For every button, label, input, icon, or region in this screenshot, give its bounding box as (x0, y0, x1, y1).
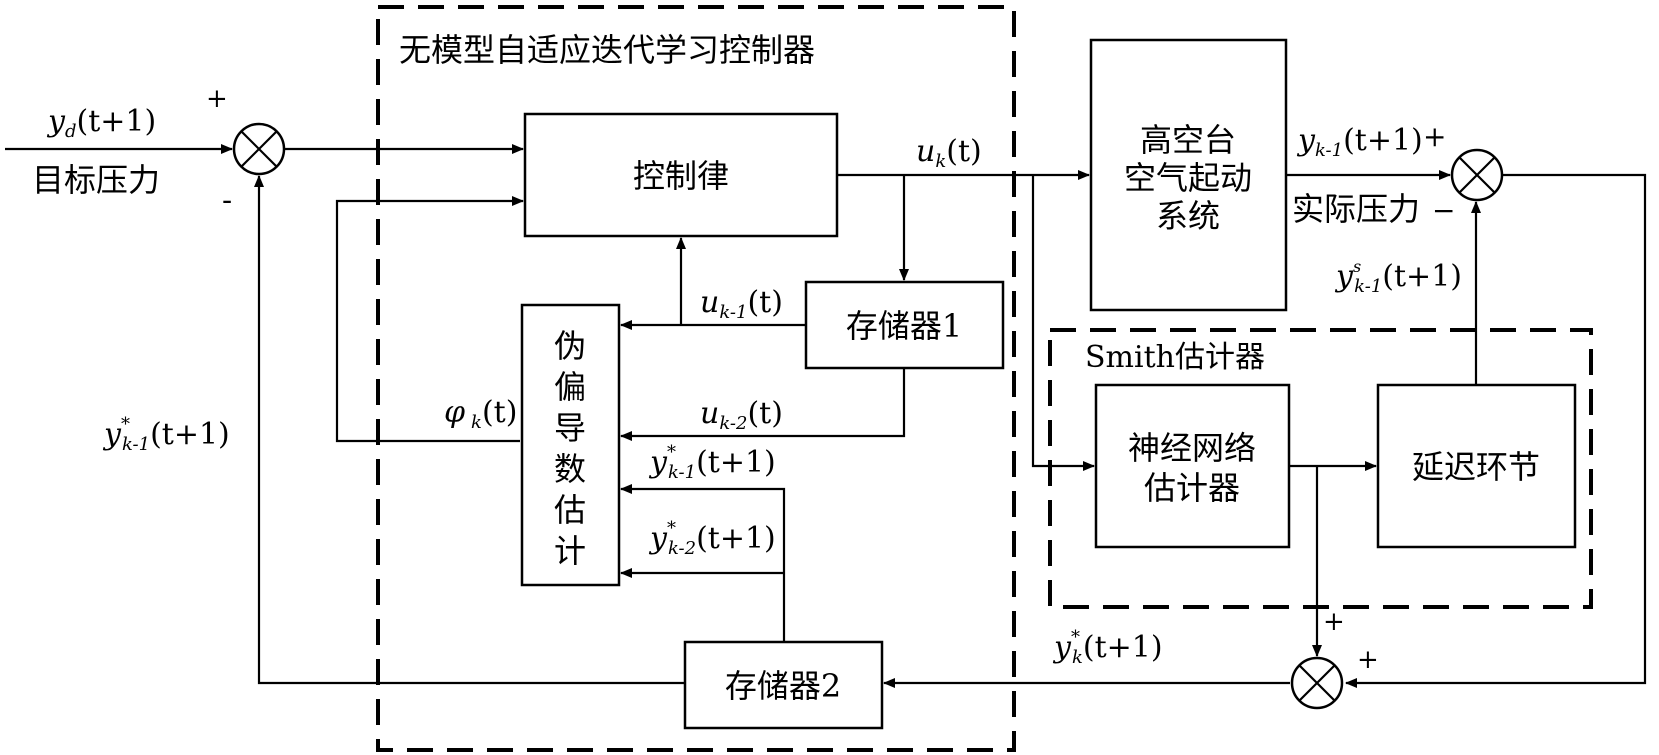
yk2star-in-label: y*k-2(t+1) (648, 518, 776, 559)
control-law-label: 控制律 (633, 157, 729, 195)
pde-char: 导 (554, 409, 586, 447)
nn-label-line: 神经网络 (1128, 429, 1256, 467)
delay-block: 延迟环节 (1376, 383, 1577, 549)
sign-plus-bottom-right: + (1357, 645, 1379, 675)
pde-char: 估 (554, 491, 586, 529)
controller-group-title: 无模型自适应迭代学习控制器 (399, 31, 815, 69)
memory1-block: 存储器1 (804, 280, 1005, 370)
target-pressure-label: 目标压力 (32, 161, 160, 199)
control-law-block: 控制律 (523, 112, 839, 238)
memory2-block: 存储器2 (683, 640, 884, 730)
plant-label-line: 空气起动 (1124, 159, 1252, 197)
summing-junction-bottom (1290, 656, 1344, 710)
uk2-label: uk-2(t) (700, 396, 783, 434)
memory1-label: 存储器1 (846, 307, 962, 345)
delay-label: 延迟环节 (1412, 448, 1540, 486)
memory2-label: 存储器2 (725, 667, 841, 705)
pde-char: 伪 (554, 327, 586, 365)
yk1star-left-label: y*k-1(t+1) (102, 414, 230, 455)
controller-group-boundary (376, 5, 1016, 752)
sign-plus-left: + (206, 84, 228, 114)
sign-plus-right: + (1423, 120, 1446, 153)
nn-label-line: 估计器 (1144, 469, 1240, 507)
yd-label: yd(t+1) (46, 104, 156, 142)
plant-label-line: 高空台 (1140, 121, 1236, 159)
neural-network-estimator-block: 神经网络 估计器 (1094, 383, 1291, 549)
ykstar-label: y*k(t+1) (1052, 627, 1163, 668)
signal-lines (5, 144, 1647, 688)
pde-char: 数 (554, 450, 586, 488)
pseudo-derivative-estimator-block: 伪 偏 导 数 估 计 (520, 303, 621, 587)
sign-plus-bottom-top: + (1323, 607, 1345, 637)
pde-char: 偏 (554, 368, 586, 406)
sign-minus-left: - (222, 183, 232, 218)
summing-junction-right-top (1450, 148, 1504, 202)
plant-label-line: 系统 (1156, 197, 1220, 235)
smith-estimator-boundary (1048, 328, 1593, 609)
uk-label: uk(t) (916, 134, 982, 172)
summing-junction-left (232, 122, 286, 176)
actual-pressure-label: 实际压力 (1292, 190, 1420, 228)
yk1star-in-label: y*k-1(t+1) (648, 442, 776, 483)
plant-block: 高空台 空气起动 系统 (1089, 38, 1288, 312)
uk1-label: uk-1(t) (700, 285, 783, 323)
yk1-output-label: yk-1(t+1) (1296, 123, 1423, 161)
sign-minus-right: − (1432, 194, 1455, 227)
smith-estimator-title: Smith估计器 (1085, 340, 1265, 375)
pde-char: 计 (554, 532, 586, 570)
